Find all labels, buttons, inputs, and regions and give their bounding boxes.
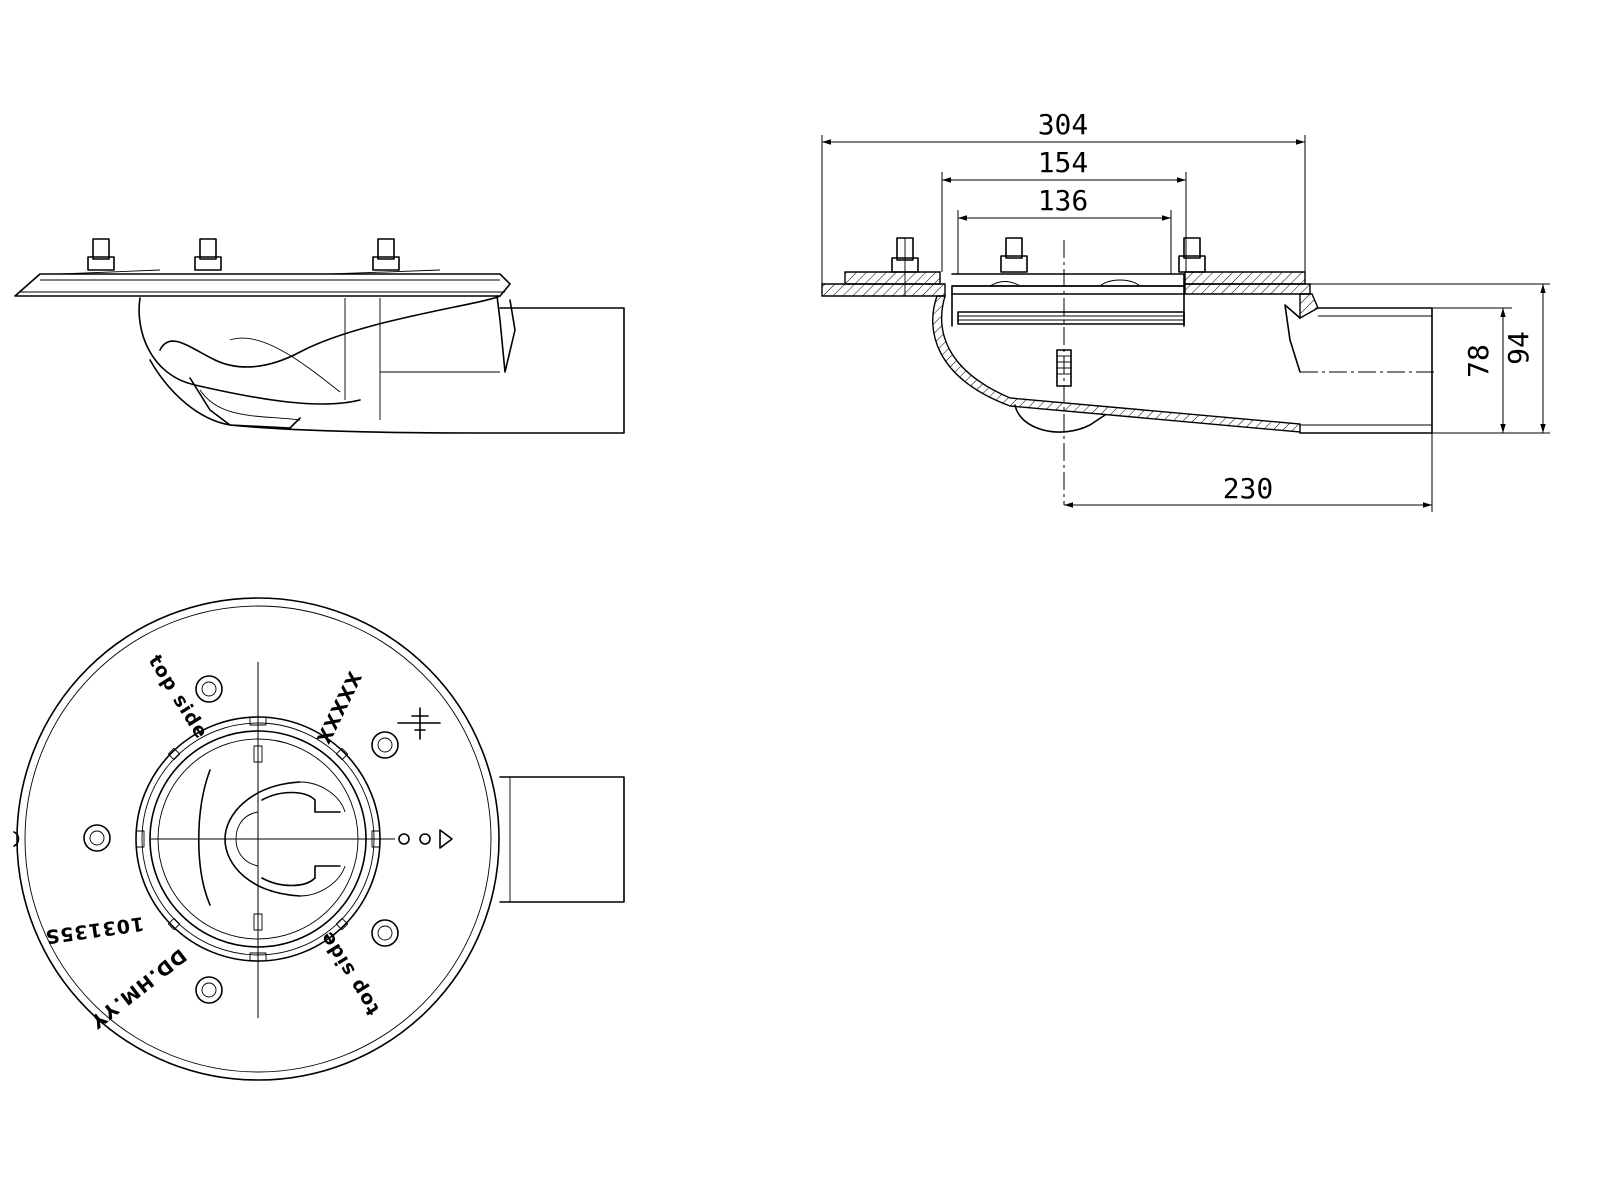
dimension-304: 304 [821, 108, 1306, 284]
code-mark-label: XXXXX [311, 668, 365, 748]
triangle-mark-icon [439, 829, 453, 849]
top-side-label-upper: top side [144, 651, 213, 743]
mark-dot-icon [398, 833, 410, 845]
flange-studs [59, 238, 441, 275]
dimension-136: 136 [957, 184, 1172, 274]
dimension-230-label: 230 [1223, 472, 1274, 505]
section-studs [891, 237, 1206, 296]
dimension-94-label: 94 [1502, 331, 1535, 365]
dimension-94: 94 [1310, 283, 1550, 433]
dimension-78: 78 [1432, 307, 1550, 434]
dimension-154-label: 154 [1038, 146, 1089, 179]
dimension-78-label: 78 [1462, 344, 1495, 378]
dimension-230: 230 [1064, 433, 1433, 512]
plan-bolt-holes [83, 675, 399, 1004]
side-elevation-view [14, 238, 625, 434]
dimension-304-label: 304 [1038, 108, 1089, 141]
serial-number-label: 103135S [43, 912, 145, 948]
mark-dot-icon [419, 833, 431, 845]
ground-icon [397, 707, 441, 740]
dimension-154: 154 [941, 146, 1187, 272]
dimension-136-label: 136 [1038, 184, 1089, 217]
model-label: DD.HM.YY [85, 944, 190, 1033]
section-view: 304 154 136 230 78 94 [821, 108, 1550, 512]
plan-view: top side top side XXXXX 103135S DD.HM.YY [13, 597, 625, 1081]
